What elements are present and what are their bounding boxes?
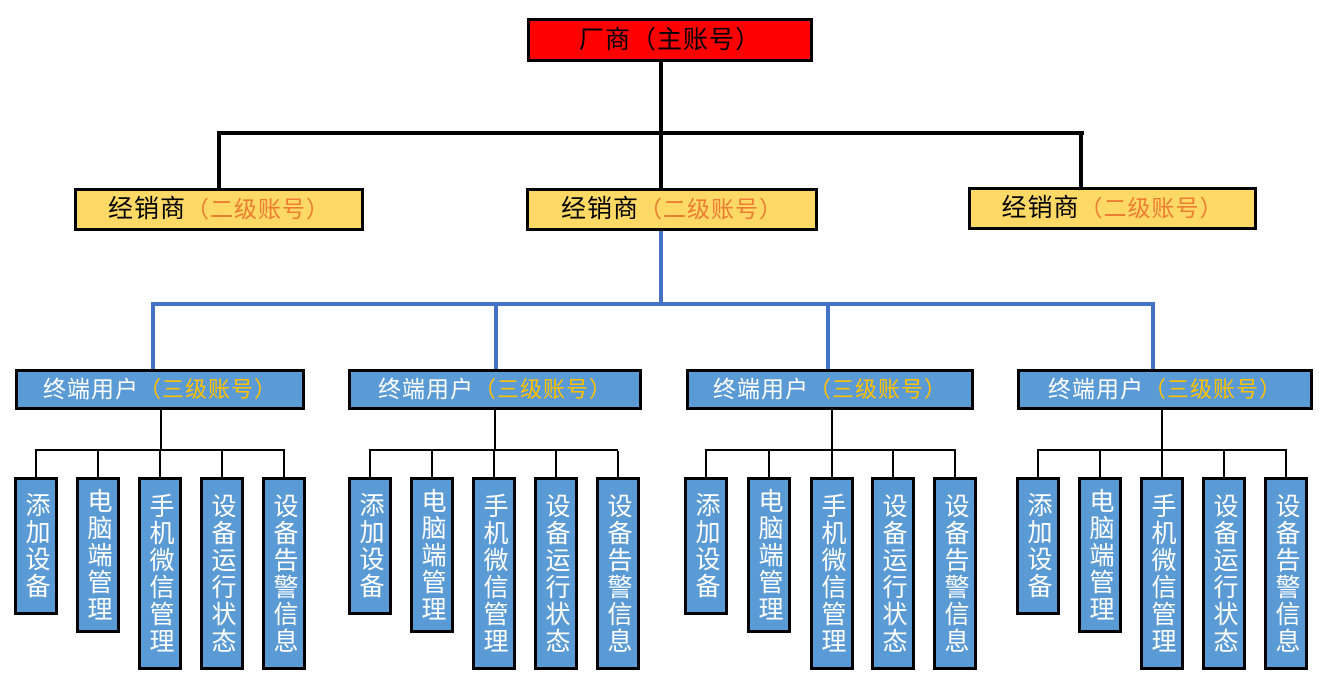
dealer-suffix: （二级账号） [186,196,330,222]
leaf-node-g3-wechat-management: 手机微信管理 [810,477,854,670]
connector-user-drop-4 [1151,302,1155,369]
connector-dealer-drop-3 [1079,131,1083,187]
user-node-3: 终端用户（三级账号） [686,369,974,410]
dealer-node-3: 经销商（二级账号） [968,187,1257,230]
connector-leafbus-g3 [705,449,956,451]
connector-root-trunk [659,61,663,133]
dealer-suffix: （二级账号） [639,196,783,222]
connector-leafdrop-g3-5 [954,451,956,477]
dealer-label: 经销商 [107,195,186,223]
connector-leafdrop-g4-5 [1285,451,1287,477]
connector-leafdrop-g4-1 [1037,451,1039,477]
user-node-1: 终端用户（三级账号） [15,369,305,410]
dealer-label: 经销商 [1001,194,1080,222]
root-label: 厂商（主账号） [578,25,761,54]
connector-leafdrop-g1-5 [283,451,285,477]
leaf-node-g1-running-status: 设备运行状态 [200,477,244,670]
connector-leafdrop-g3-1 [705,451,707,477]
connector-leafdrop-g3-3 [831,451,833,477]
connector-leafdrop-g1-4 [221,451,223,477]
leaf-node-g4-add-device: 添加设备 [1016,477,1060,615]
connector-leafbus-g1 [35,449,285,451]
leaf-node-g1-wechat-management: 手机微信管理 [138,477,182,670]
leaf-node-g2-alarm-info: 设备告警信息 [596,477,640,670]
connector-leafbus-g4 [1037,449,1287,451]
leaf-node-g4-pc-management: 电脑端管理 [1078,477,1122,633]
root-node: 厂商（主账号） [527,18,813,62]
user-suffix: （三级账号） [1143,376,1282,402]
connector-leafdrop-g4-2 [1099,451,1101,477]
connector-leafdrop-g1-1 [35,451,37,477]
connector-leafstem-g3 [831,410,833,450]
leaf-node-g1-pc-management: 电脑端管理 [76,477,120,633]
user-label: 终端用户 [1047,376,1144,402]
connector-dealer-drop-1 [217,131,221,189]
connector-user-drop-2 [494,302,498,369]
connector-leafdrop-g3-4 [892,451,894,477]
connector-leafdrop-g2-3 [493,451,495,477]
dealer-node-1: 经销商（二级账号） [74,188,364,231]
user-suffix: （三级账号） [138,376,277,402]
user-suffix: （三级账号） [473,376,612,402]
user-node-2: 终端用户（三级账号） [348,369,642,410]
leaf-node-g3-add-device: 添加设备 [684,477,728,615]
user-label: 终端用户 [377,376,474,402]
leaf-node-g2-pc-management: 电脑端管理 [410,477,454,633]
connector-user-drop-1 [151,302,155,369]
connector-leafstem-g1 [160,410,162,450]
connector-leafstem-g4 [1161,410,1163,450]
dealer-label: 经销商 [560,195,639,223]
leaf-node-g2-wechat-management: 手机微信管理 [472,477,516,670]
leaf-node-g3-pc-management: 电脑端管理 [747,477,791,633]
user-node-4: 终端用户（三级账号） [1017,369,1313,410]
connector-leafdrop-g1-3 [159,451,161,477]
dealer-suffix: （二级账号） [1079,195,1224,221]
connector-leafbus-g2 [369,449,618,451]
connector-leafdrop-g2-2 [431,451,433,477]
connector-dealer-bus [217,131,1084,135]
leaf-node-g3-alarm-info: 设备告警信息 [933,477,977,670]
connector-user-bus [151,302,1155,306]
connector-leafdrop-g1-2 [97,451,99,477]
connector-leafdrop-g2-5 [617,451,619,477]
leaf-node-g2-running-status: 设备运行状态 [534,477,578,670]
connector-leafstem-g2 [494,410,496,450]
leaf-node-g1-add-device: 添加设备 [14,477,58,615]
connector-leafdrop-g3-2 [768,451,770,477]
connector-user-trunk [659,231,663,302]
connector-user-drop-3 [826,302,830,369]
connector-leafdrop-g4-4 [1223,451,1225,477]
connector-leafdrop-g2-1 [369,451,371,477]
leaf-node-g3-running-status: 设备运行状态 [871,477,915,670]
leaf-node-g4-wechat-management: 手机微信管理 [1140,477,1184,670]
user-suffix: （三级账号） [808,376,947,402]
leaf-node-g2-add-device: 添加设备 [348,477,392,615]
user-label: 终端用户 [712,376,809,402]
user-label: 终端用户 [42,376,139,402]
connector-leafdrop-g4-3 [1161,451,1163,477]
dealer-node-2: 经销商（二级账号） [526,188,818,231]
connector-dealer-drop-2 [659,131,663,189]
leaf-node-g1-alarm-info: 设备告警信息 [262,477,306,670]
connector-leafdrop-g2-4 [555,451,557,477]
leaf-node-g4-alarm-info: 设备告警信息 [1264,477,1308,670]
leaf-node-g4-running-status: 设备运行状态 [1202,477,1246,670]
